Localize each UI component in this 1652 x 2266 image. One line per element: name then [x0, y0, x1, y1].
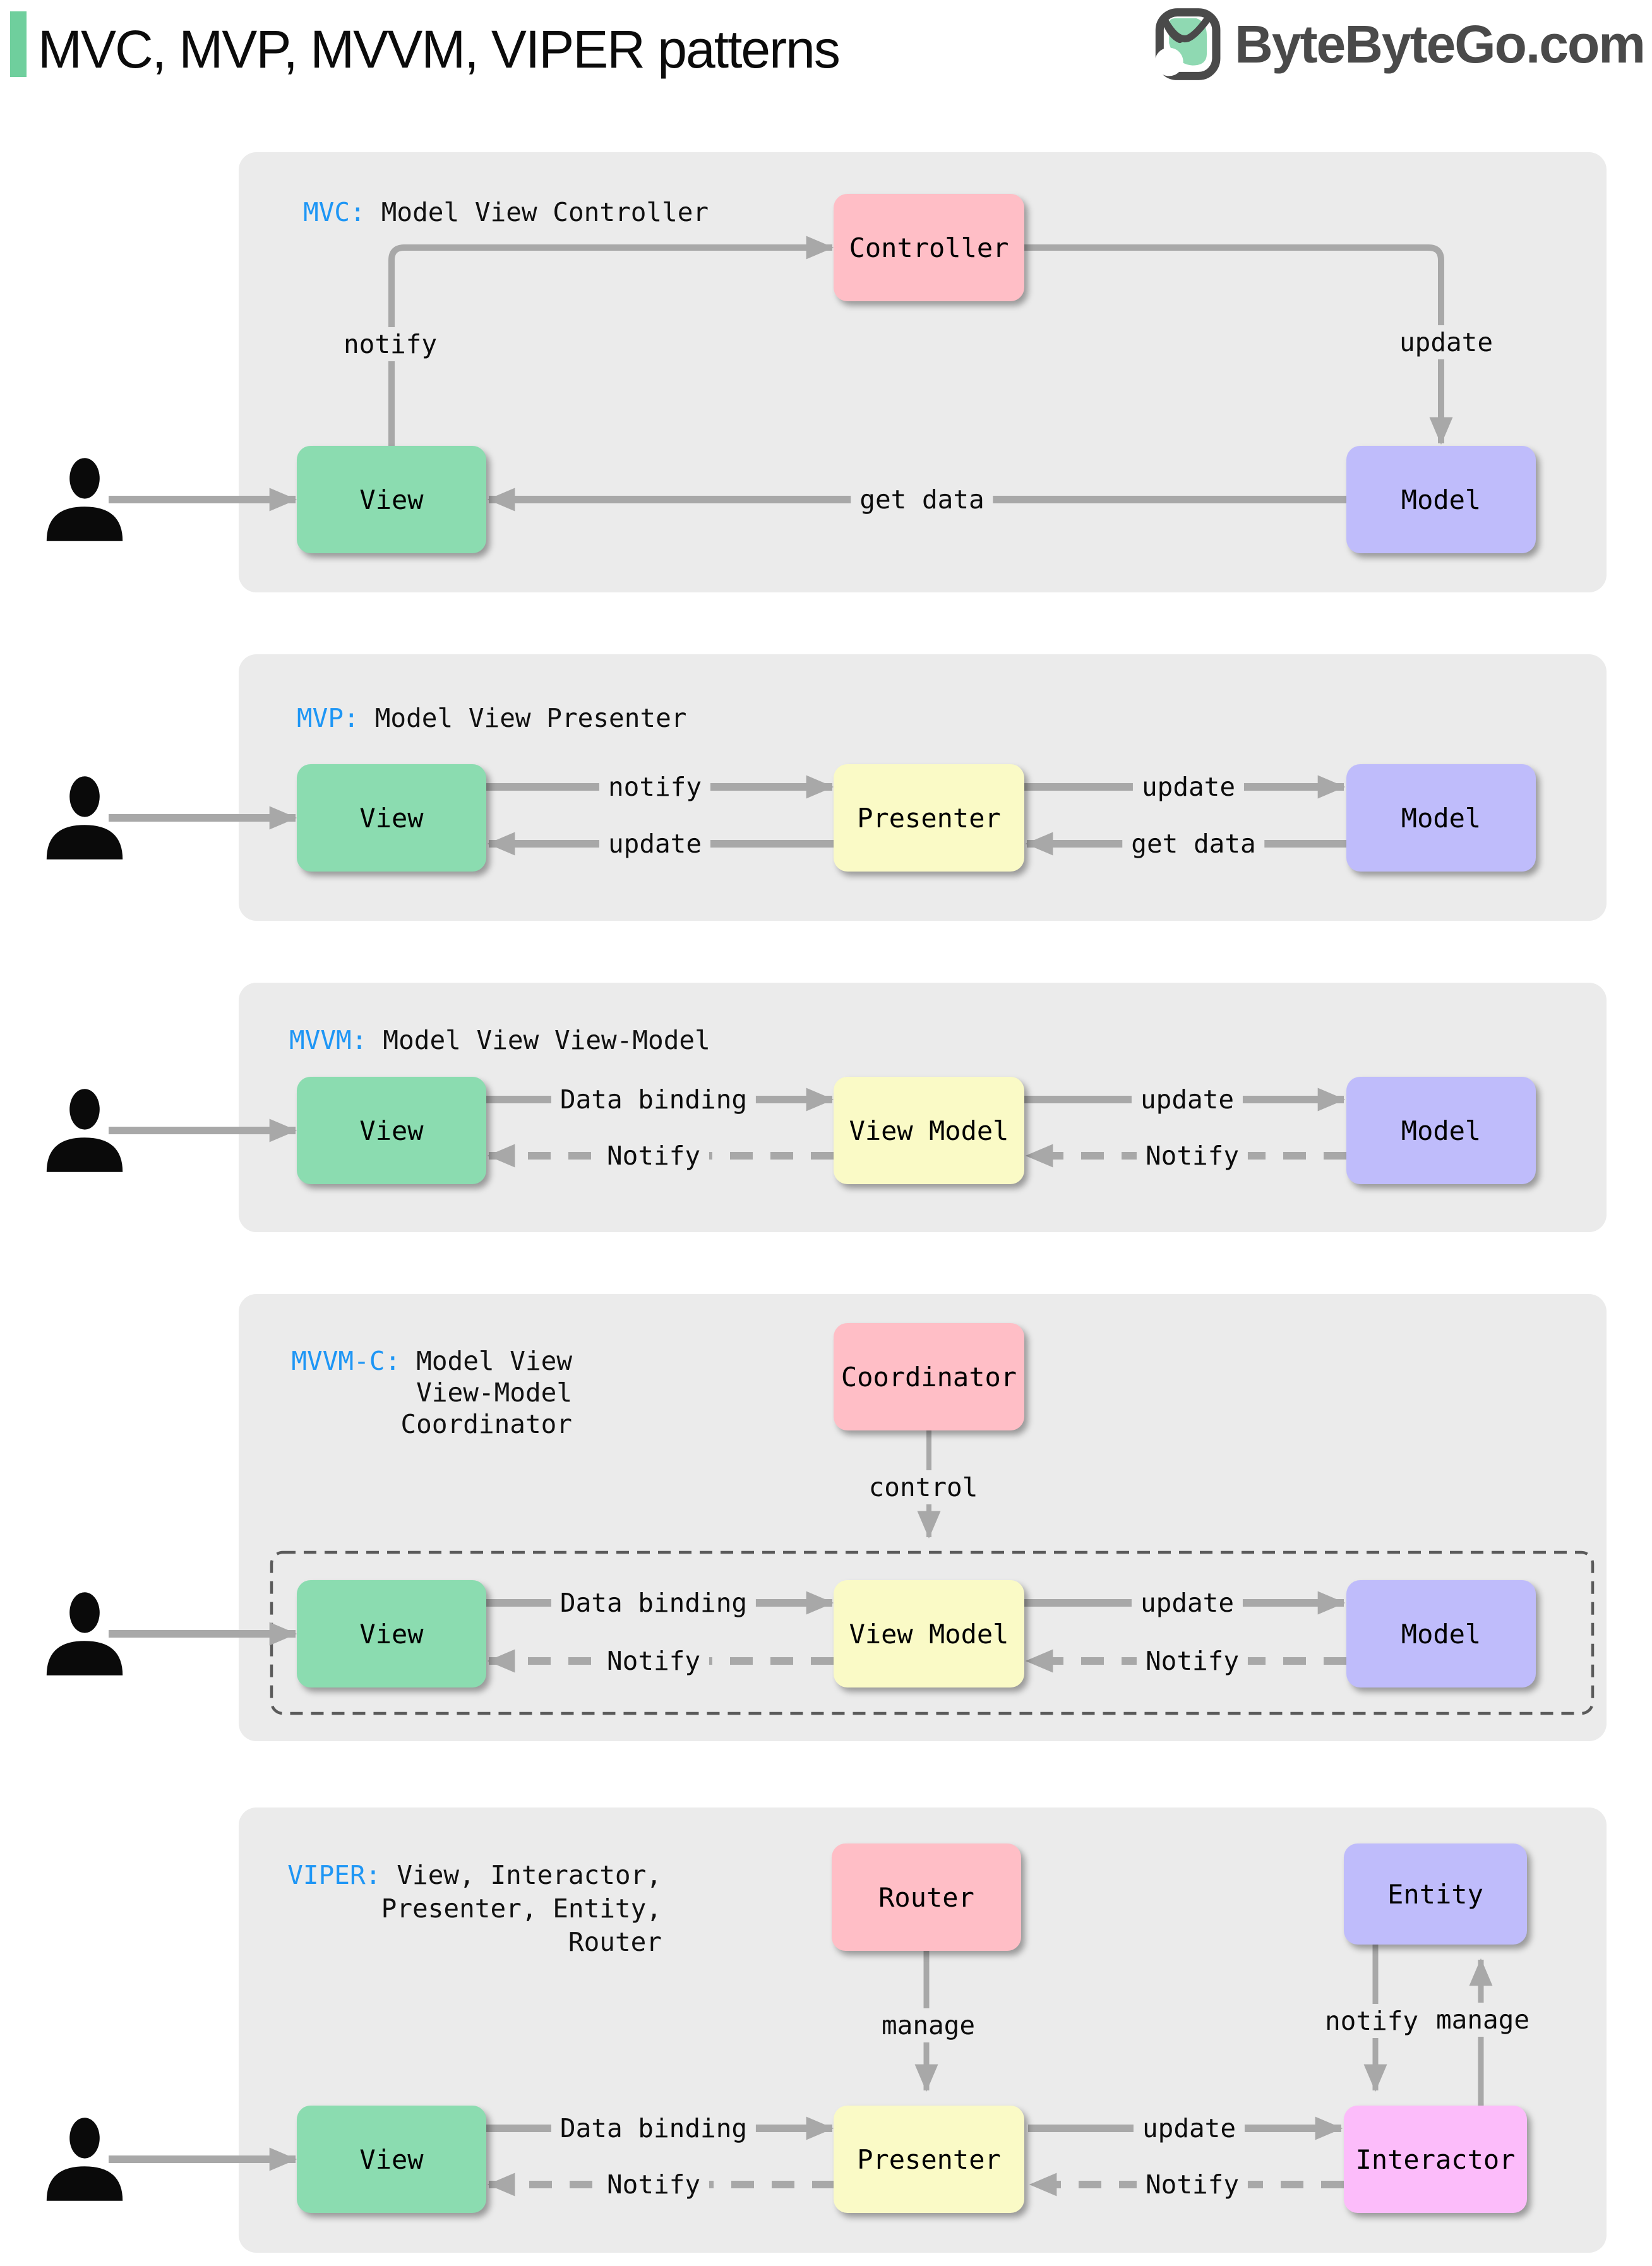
mvvm-c-view-box: View [297, 1580, 486, 1688]
mvvm-model-box: Model [1346, 1077, 1536, 1184]
mvc-get-data-label: get data [851, 483, 993, 517]
mvp-abbr: MVP: [297, 703, 359, 733]
viper-manage-router-label: manage [872, 2008, 985, 2042]
page-title: MVC, MVP, MVVM, VIPER patterns [38, 20, 841, 79]
mvc-abbr: MVC: [303, 197, 366, 227]
viper-notify-view-label: Notify [597, 2167, 710, 2202]
mvvm-data-binding-label: Data binding [551, 1082, 757, 1117]
mvvm-c-header-line1: MVVM-C:Model View [291, 1346, 572, 1376]
user-icon [40, 1590, 129, 1678]
brand-name: ByteByteGo.com [1235, 14, 1646, 74]
mvc-update-arrow [1024, 244, 1453, 445]
viper-presenter-box: Presenter [834, 2106, 1024, 2213]
mvc-title: Model View Controller [381, 197, 709, 227]
viper-header-line3: Router [568, 1927, 662, 1957]
mvc-header: MVC: Model View Controller [303, 197, 709, 227]
user-icon [40, 774, 129, 862]
mvvm-c-header: MVVM-C:Model View View-Model Coordinator [291, 1345, 572, 1440]
title-accent-bar [10, 11, 27, 77]
mvvm-c-notify-view-label: Notify [597, 1644, 710, 1678]
user-icon [40, 455, 129, 544]
mvvm-header: MVVM: Model View View-Model [289, 1025, 710, 1055]
mvvm-title: Model View View-Model [383, 1025, 710, 1055]
mvvm-c-coordinator-box: Coordinator [834, 1323, 1024, 1430]
viper-view-box: View [297, 2106, 486, 2213]
viper-abbr: VIPER: [287, 1860, 381, 1890]
mvp-header: MVP: Model View Presenter [297, 703, 686, 733]
viper-notify-entity-label: notify [1315, 2004, 1428, 2038]
viper-header-line2: Presenter, Entity, [381, 1893, 662, 1924]
mvp-notify-label: notify [599, 770, 711, 804]
mvvm-view-model-box: View Model [834, 1077, 1024, 1184]
mvvm-c-notify-vm-label: Notify [1136, 1644, 1248, 1678]
mvp-title: Model View Presenter [374, 703, 687, 733]
mvp-update-view-label: update [599, 827, 711, 861]
mvvm-c-update-label: update [1131, 1586, 1243, 1620]
brand: ByteByteGo.com [1154, 8, 1646, 81]
viper-header: VIPER:View, Interactor, Presenter, Entit… [287, 1859, 662, 1959]
mvp-get-data-label: get data [1122, 827, 1265, 861]
mvvm-view-box: View [297, 1077, 486, 1184]
mvvm-c-abbr: MVVM-C: [291, 1346, 401, 1376]
mvc-notify-arrow [388, 236, 834, 446]
mvc-model-box: Model [1346, 446, 1536, 553]
viper-update-label: update [1133, 2111, 1245, 2145]
user-icon [40, 1086, 129, 1175]
mvp-model-box: Model [1346, 764, 1536, 872]
viper-interactor-box: Interactor [1344, 2106, 1527, 2213]
mvc-update-label: update [1390, 325, 1502, 359]
bytebytego-bird-icon [1155, 8, 1221, 80]
mvvm-c-data-binding-label: Data binding [551, 1586, 757, 1620]
mvp-view-box: View [297, 764, 486, 872]
viper-router-box: Router [832, 1843, 1021, 1951]
mvvm-notify-view-label: Notify [597, 1139, 710, 1173]
mvvm-abbr: MVVM: [289, 1025, 368, 1055]
mvvm-update-label: update [1131, 1082, 1243, 1117]
viper-header-line1: VIPER:View, Interactor, [287, 1860, 662, 1890]
user-icon [40, 2115, 129, 2203]
viper-notify-presenter-label: Notify [1136, 2167, 1248, 2202]
mvvm-notify-vm-label: Notify [1136, 1139, 1248, 1173]
mvvm-c-control-label: control [859, 1470, 987, 1504]
viper-entity-box: Entity [1344, 1843, 1527, 1945]
mvc-controller-box: Controller [834, 194, 1024, 301]
mvvm-c-header-line3: Coordinator [400, 1409, 572, 1439]
mvvm-c-view-model-box: View Model [834, 1580, 1024, 1688]
viper-manage-entity-label: manage [1427, 2003, 1539, 2037]
mvc-notify-label: notify [334, 327, 446, 361]
mvp-update-model-label: update [1132, 770, 1245, 804]
mvvm-c-model-box: Model [1346, 1580, 1536, 1688]
mvp-presenter-box: Presenter [834, 764, 1024, 872]
mvvm-c-header-line2: View-Model [416, 1377, 572, 1408]
viper-data-binding-label: Data binding [551, 2111, 757, 2145]
mvc-view-box: View [297, 446, 486, 553]
